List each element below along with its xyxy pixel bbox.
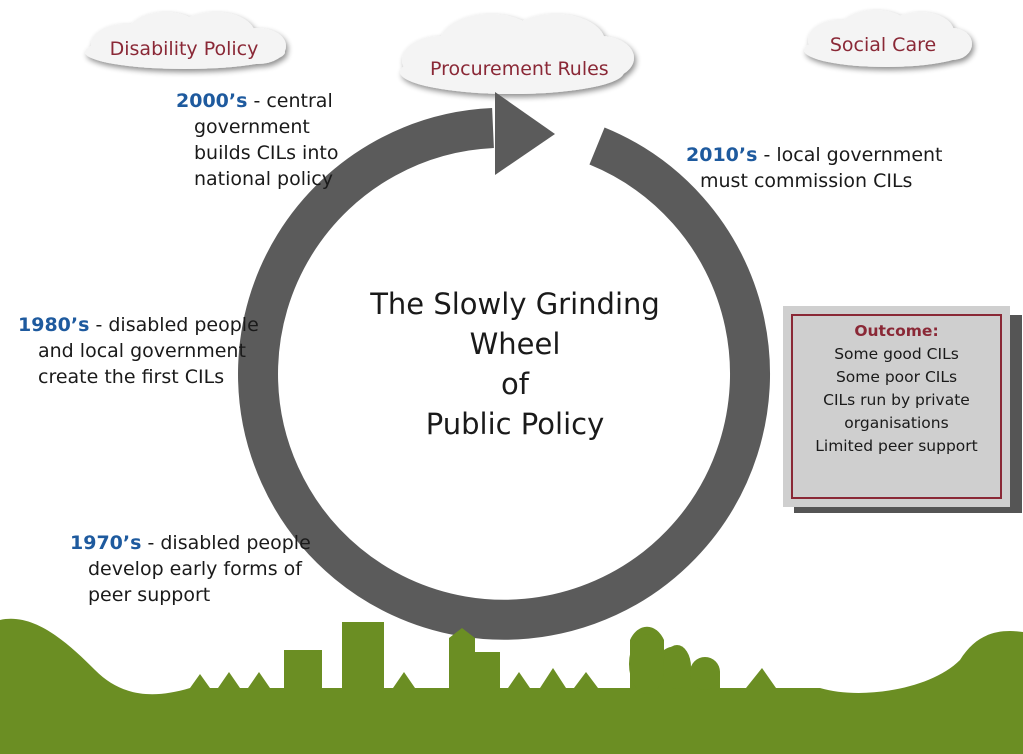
era-2010s: 2010’s - local government must commissio…	[686, 142, 943, 194]
outcome-item: Some good CILs	[834, 345, 959, 363]
cloud-procurement-rules	[400, 14, 634, 94]
wheel-title: The Slowly Grinding Wheel of Public Poli…	[345, 284, 685, 444]
outcome-panel: Outcome: Some good CILs Some poor CILs C…	[791, 314, 1002, 499]
era-2000s-year: 2000’s	[176, 90, 248, 112]
era-1980s-line-2: and local government	[38, 340, 246, 362]
era-1980s-line-1: - disabled people	[89, 314, 259, 336]
era-1980s-year: 1980’s	[18, 314, 90, 336]
tree-3	[690, 658, 720, 690]
era-1980s: 1980’s - disabled people and local gover…	[18, 312, 259, 390]
outcome-item: organisations	[844, 414, 949, 432]
era-2000s: 2000’s - central government builds CILs …	[176, 88, 338, 192]
era-2000s-line-1: - central	[247, 90, 333, 112]
era-2000s-line-2: government	[194, 116, 310, 138]
wheel-arrowhead	[495, 92, 555, 175]
wheel-arc	[238, 108, 770, 640]
era-1970s: 1970’s - disabled people develop early f…	[70, 530, 311, 608]
era-1970s-line-1: - disabled people	[141, 532, 311, 554]
cloud-disability-policy	[85, 12, 286, 69]
cloud-label-disability-policy: Disability Policy	[109, 38, 259, 60]
era-2010s-line-2: must commission CILs	[700, 170, 913, 192]
cloud-social-care	[804, 10, 972, 67]
outcome-heading: Outcome:	[854, 322, 939, 340]
era-1970s-line-2: develop early forms of	[88, 558, 302, 580]
outcome-item: Some poor CILs	[835, 368, 958, 386]
cloud-label-social-care: Social Care	[829, 34, 937, 56]
wheel-title-line-4: Public Policy	[425, 407, 605, 441]
wheel-title-line-3: of	[501, 367, 529, 401]
era-2000s-line-4: national policy	[194, 168, 333, 190]
era-1980s-line-3: create the first CILs	[38, 366, 225, 388]
tree-1	[629, 634, 665, 694]
tree-2	[663, 645, 691, 689]
wheel-title-line-1: The Slowly Grinding	[370, 287, 660, 321]
era-2010s-year: 2010’s	[686, 144, 758, 166]
era-2010s-line-1: - local government	[757, 144, 943, 166]
outcome-item: CILs run by private	[823, 391, 970, 409]
era-1970s-line-3: peer support	[88, 584, 211, 606]
green-landscape	[0, 618, 1023, 754]
cloud-label-procurement-rules: Procurement Rules	[430, 58, 609, 80]
era-1970s-year: 1970’s	[70, 532, 142, 554]
wheel-title-line-2: Wheel	[469, 327, 561, 361]
outcome-item: Limited peer support	[815, 437, 978, 455]
outcome-box: Outcome: Some good CILs Some poor CILs C…	[783, 306, 1010, 507]
era-2000s-line-3: builds CILs into	[194, 142, 339, 164]
